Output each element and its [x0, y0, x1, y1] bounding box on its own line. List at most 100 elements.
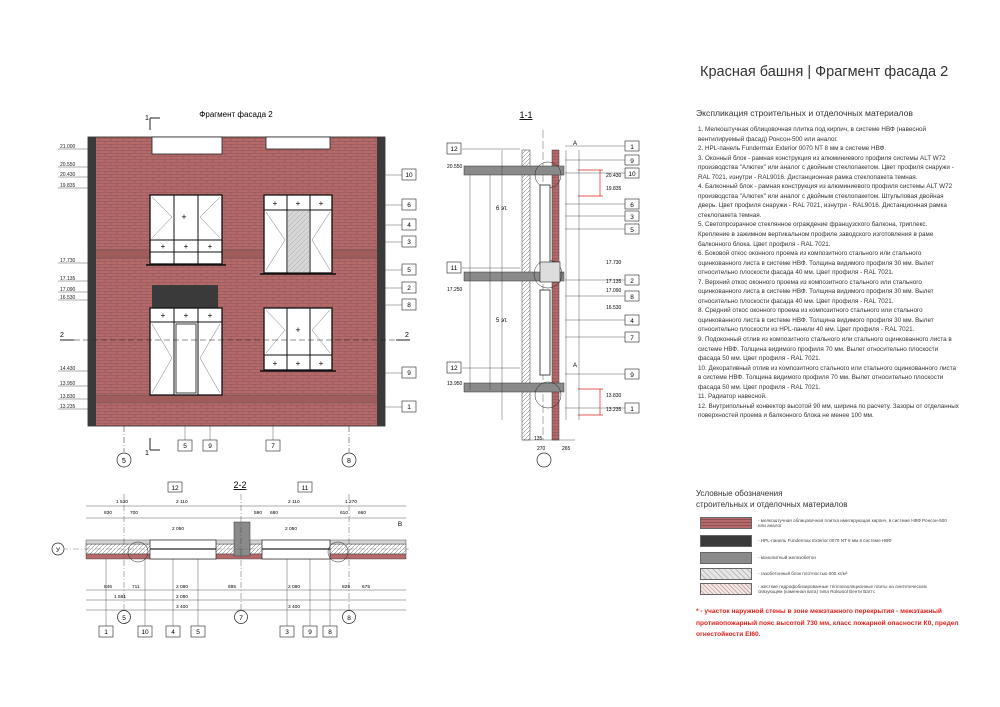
- svg-text:6: 6: [630, 202, 634, 209]
- svg-text:+: +: [161, 242, 166, 251]
- svg-text:+: +: [161, 311, 166, 320]
- svg-text:2 080: 2 080: [288, 584, 300, 590]
- svg-text:У: У: [56, 547, 61, 554]
- svg-text:+: +: [273, 199, 278, 208]
- lower-window-block: + + + +: [263, 307, 333, 371]
- section-1-1-right-callouts: 1 9 10 6 3 5 2 8 4 7 9 1: [624, 140, 640, 414]
- svg-text:8: 8: [347, 615, 351, 622]
- svg-text:+: +: [181, 212, 186, 222]
- svg-text:700: 700: [130, 510, 138, 516]
- svg-text:13.235: 13.235: [60, 404, 76, 410]
- svg-text:2 080: 2 080: [176, 584, 188, 590]
- svg-text:12: 12: [450, 365, 458, 372]
- explication-list: 1. Мелкоштучная облицовочная плитка под …: [698, 125, 960, 421]
- explication-item: 10. Декоративный отлив из композитного с…: [698, 364, 957, 391]
- svg-text:2: 2: [407, 285, 411, 292]
- svg-text:4: 4: [171, 629, 175, 636]
- explication-heading: Экспликация строительных и отделочных ма…: [696, 108, 913, 118]
- svg-text:590: 590: [254, 510, 262, 516]
- svg-text:5 эт.: 5 эт.: [496, 318, 508, 324]
- svg-text:5: 5: [630, 227, 634, 234]
- svg-text:12: 12: [171, 485, 179, 492]
- svg-text:8: 8: [328, 629, 332, 636]
- svg-text:21.000: 21.000: [60, 144, 76, 150]
- explication-item: 1. Мелкоштучная облицовочная плитка под …: [698, 126, 926, 143]
- axis-marker-5: [116, 452, 132, 468]
- svg-text:10: 10: [405, 172, 413, 179]
- insulation-swatch: [700, 583, 752, 595]
- axis-marker-8: [341, 452, 357, 468]
- legend-row-aerated: - газобетонный блок плотностью 600 кг/м³: [700, 567, 948, 581]
- brick-swatch: [700, 517, 752, 529]
- svg-text:1 530: 1 530: [116, 499, 128, 505]
- legend-text: - жесткие гидрофобизированные теплоизоля…: [758, 583, 927, 594]
- svg-text:В: В: [398, 521, 402, 528]
- svg-text:+: +: [184, 311, 189, 320]
- svg-text:17.730: 17.730: [60, 258, 76, 264]
- section-mark-2-right: 2: [405, 332, 409, 339]
- svg-text:19.835: 19.835: [60, 183, 76, 189]
- svg-text:10: 10: [628, 171, 636, 178]
- explication-item: 9. Подоконный отлив из композитного стал…: [698, 336, 952, 363]
- section-1-1-title: 1-1: [519, 110, 532, 120]
- svg-text:7: 7: [271, 443, 275, 450]
- svg-text:1: 1: [104, 629, 108, 636]
- svg-text:3 400: 3 400: [288, 604, 300, 610]
- explication-item: 11. Радиатор навесной.: [698, 393, 767, 401]
- facade-fragment: + + + + + + + + +: [58, 117, 410, 468]
- section-2-2-axes: 5 7 8 У В: [56, 521, 402, 622]
- svg-text:17.250: 17.250: [447, 287, 463, 293]
- facade-axis-8: 8: [347, 458, 351, 465]
- svg-text:A: A: [573, 141, 577, 147]
- legend-row-insulation: - жесткие гидрофобизированные теплоизоля…: [700, 582, 948, 596]
- explication-item: 5. Светопрозрачное стеклянное ограждение…: [698, 221, 934, 248]
- upper-window-block: + + +: [263, 194, 333, 274]
- section-1-1-left-callouts: 12 11 12: [446, 142, 462, 374]
- svg-text:1: 1: [407, 404, 411, 411]
- fire-belt-note: * - участок наружной стены в зоне межэта…: [696, 606, 968, 641]
- svg-text:675: 675: [362, 584, 370, 590]
- svg-text:846: 846: [104, 584, 112, 590]
- svg-text:660: 660: [358, 510, 366, 516]
- svg-text:5: 5: [122, 615, 126, 622]
- svg-text:2 110: 2 110: [288, 499, 300, 505]
- svg-text:4: 4: [630, 318, 634, 325]
- svg-text:6 эт.: 6 эт.: [496, 206, 508, 212]
- svg-text:1 561: 1 561: [114, 594, 126, 600]
- explication-item: 2. HPL-панель Fundermax Exterior 0070 NT…: [698, 145, 887, 153]
- svg-text:+: +: [296, 359, 301, 368]
- svg-text:3: 3: [407, 239, 411, 246]
- svg-text:9: 9: [630, 158, 634, 165]
- facade-elevations: 21.000 20.550 20.430 19.835 17.730 17.13…: [60, 144, 76, 410]
- svg-text:16.530: 16.530: [606, 305, 622, 311]
- svg-text:13.830: 13.830: [60, 394, 76, 400]
- svg-text:5: 5: [407, 267, 411, 274]
- svg-text:17.135: 17.135: [606, 279, 622, 285]
- svg-text:+: +: [296, 199, 301, 208]
- svg-text:680: 680: [270, 510, 278, 516]
- svg-text:11: 11: [302, 485, 309, 492]
- section-1-1-labels: 6 эт. 5 эт. A A 20.550 17.250 13.950 20.…: [447, 141, 622, 452]
- svg-text:10: 10: [141, 629, 149, 636]
- svg-text:16.530: 16.530: [60, 295, 76, 301]
- svg-text:+: +: [184, 242, 189, 251]
- legend-heading: Условные обозначения строительных и отде…: [696, 488, 896, 510]
- section-2-2-bottom-callouts: 1 10 4 5 3 9 8: [98, 625, 338, 638]
- note-red-text: * - участок наружной стены в зоне межэта…: [696, 608, 959, 639]
- legend-row-brick: - мелкоштучная облицовочная плитка имити…: [700, 516, 948, 530]
- legend-heading-line-1: Условные обозначения: [696, 489, 783, 498]
- legend-text: - HPL-панель Fundermax Exterior 0070 NT …: [758, 538, 892, 544]
- svg-text:13.235: 13.235: [606, 407, 622, 413]
- svg-text:830: 830: [104, 510, 112, 516]
- svg-text:1 270: 1 270: [345, 499, 357, 505]
- facade-right-callouts: 10 6 4 3 5 2 8 9 1: [401, 168, 417, 413]
- section-2-2: [51, 494, 410, 626]
- svg-text:+: +: [295, 325, 300, 335]
- svg-text:135: 135: [534, 436, 543, 442]
- section-2-2-title: 2-2: [233, 480, 246, 490]
- svg-text:17.090: 17.090: [60, 287, 76, 293]
- section-mark-1-top: 1: [145, 115, 149, 122]
- section-1-1: [462, 130, 625, 468]
- svg-text:6: 6: [407, 202, 411, 209]
- svg-text:825: 825: [342, 584, 350, 590]
